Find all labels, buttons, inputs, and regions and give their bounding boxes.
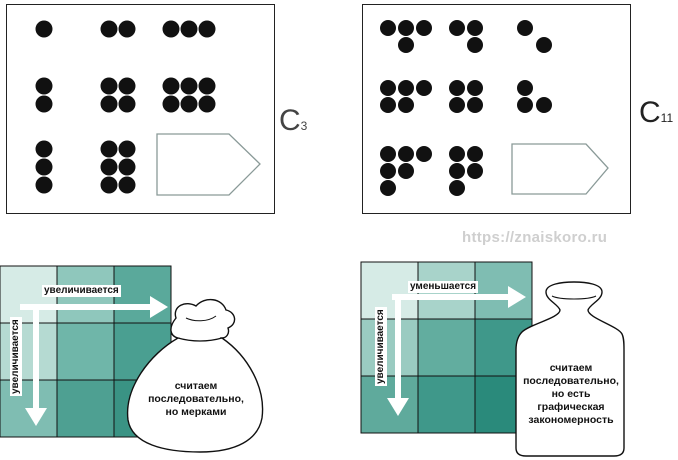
watermark: https://znaiskoro.ru: [462, 229, 608, 246]
dot: [100, 77, 118, 95]
jar-text: считаем последовательно, но есть графиче…: [523, 362, 619, 426]
card-index: 3: [300, 119, 308, 133]
dot: [416, 20, 432, 36]
dot: [467, 37, 483, 53]
dot: [118, 158, 136, 176]
dot: [467, 97, 483, 113]
dot: [198, 77, 216, 95]
dot: [162, 95, 180, 113]
answer-slot-c3: [156, 133, 261, 196]
dot: [118, 77, 136, 95]
card-letter: C: [279, 104, 301, 137]
dot: [100, 158, 118, 176]
dot: [398, 146, 414, 162]
left-horizontal-label: увеличивается: [42, 285, 121, 297]
dot: [449, 146, 465, 162]
bag-text: считаем последовательно, но мерками: [148, 380, 244, 418]
dot: [398, 163, 414, 179]
dot-grid-c3: [35, 20, 216, 194]
dot: [35, 95, 53, 113]
dot: [35, 77, 53, 95]
dot: [380, 163, 396, 179]
dot: [198, 20, 216, 38]
dot: [467, 80, 483, 96]
dot: [517, 20, 533, 36]
dot: [380, 97, 396, 113]
card-label-c11: C11: [639, 96, 673, 130]
dot: [467, 146, 483, 162]
dot: [35, 176, 53, 194]
dot: [398, 20, 414, 36]
dot: [35, 140, 53, 158]
dot: [398, 80, 414, 96]
dot: [380, 180, 396, 196]
answer-slot-c11: [511, 143, 609, 195]
dot: [100, 20, 118, 38]
dot: [449, 20, 465, 36]
dot: [100, 140, 118, 158]
dot: [162, 77, 180, 95]
dot: [162, 20, 180, 38]
dot: [35, 158, 53, 176]
card-label-c3: C3: [279, 104, 307, 138]
dot: [416, 146, 432, 162]
right-vertical-arrow: [387, 300, 409, 416]
dot: [449, 97, 465, 113]
dot: [198, 95, 216, 113]
dot: [100, 95, 118, 113]
right-horizontal-label: уменьшается: [408, 281, 479, 293]
right-horizontal-arrow: [392, 286, 526, 308]
dot: [118, 95, 136, 113]
dot: [118, 20, 136, 38]
dot: [180, 95, 198, 113]
dot: [398, 37, 414, 53]
dot: [517, 97, 533, 113]
dot: [449, 163, 465, 179]
dot: [180, 20, 198, 38]
left-vertical-label: увеличивается: [10, 317, 22, 396]
dot: [536, 37, 552, 53]
dot: [398, 97, 414, 113]
dot: [118, 140, 136, 158]
dot: [380, 146, 396, 162]
dot: [517, 80, 533, 96]
dot: [35, 20, 53, 38]
dot: [536, 97, 552, 113]
card-letter: C: [639, 96, 661, 129]
dot: [467, 20, 483, 36]
dot-grid-c11: [380, 20, 552, 196]
dot: [416, 80, 432, 96]
left-vertical-arrow: [25, 310, 47, 426]
card-index: 11: [660, 111, 674, 125]
left-horizontal-arrow: [20, 296, 168, 318]
dot: [100, 176, 118, 194]
right-vertical-label: увеличивается: [375, 307, 387, 386]
jar-icon: [515, 281, 625, 457]
dot: [118, 176, 136, 194]
dot: [380, 20, 396, 36]
dot: [380, 80, 396, 96]
dot: [180, 77, 198, 95]
bag-icon: [126, 299, 264, 453]
dot: [467, 163, 483, 179]
dot: [449, 80, 465, 96]
dot: [449, 180, 465, 196]
